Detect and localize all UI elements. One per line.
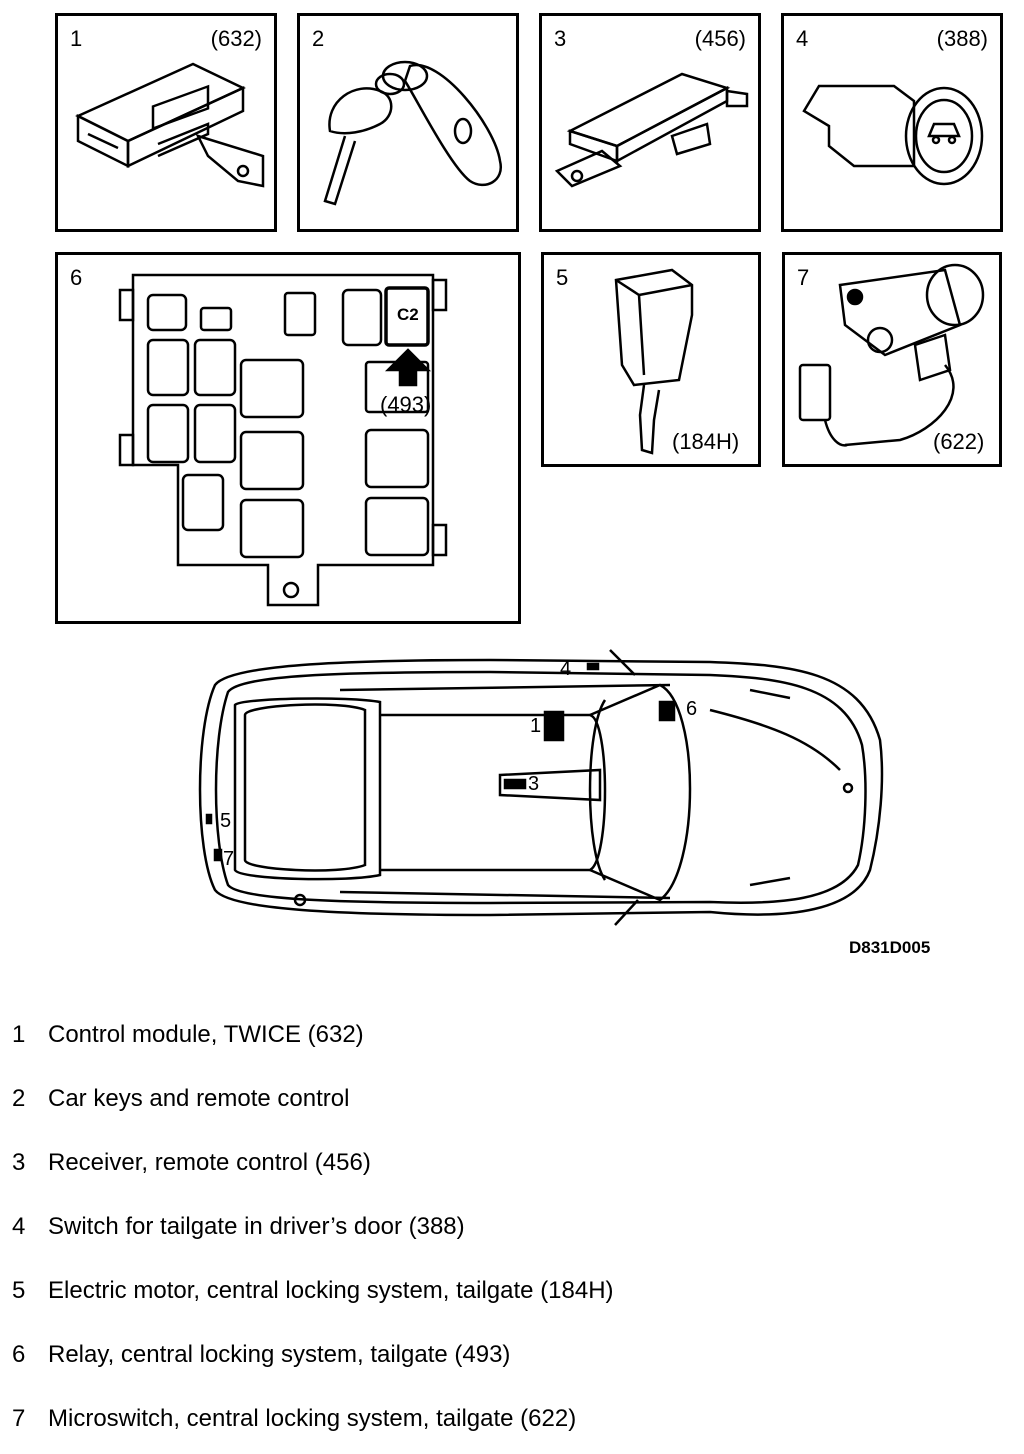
car-label: 4 <box>560 658 571 680</box>
part-code: (456) <box>694 26 746 51</box>
panel-car-keys: 2 <box>297 13 519 232</box>
panel-number: 5 <box>556 265 569 290</box>
legend-number: 1 <box>12 1021 26 1048</box>
legend-text: Relay, central locking system, tailgate … <box>48 1341 511 1368</box>
car-top-view: 1 3 4 5 6 7 <box>198 649 884 926</box>
legend-number: 2 <box>12 1085 26 1112</box>
electric-motor-illustration <box>614 268 694 455</box>
legend-text: Car keys and remote control <box>48 1085 350 1112</box>
receiver-illustration <box>554 72 749 188</box>
car-label: 7 <box>223 848 234 870</box>
legend-number: 6 <box>12 1341 26 1368</box>
legend-text: Control module, TWICE (632) <box>48 1021 364 1048</box>
part-code: (632) <box>210 26 262 51</box>
panel-number: 4 <box>796 26 809 51</box>
part-code: (493) <box>380 392 432 417</box>
microswitch-illustration <box>798 263 985 447</box>
car-label: 6 <box>686 698 697 720</box>
legend-item: 3 Receiver, remote control (456) <box>12 1149 371 1177</box>
legend-number: 7 <box>12 1405 26 1432</box>
car-label: 5 <box>220 810 231 832</box>
panel-microswitch: 7 (622) <box>782 252 1002 467</box>
legend-text: Microswitch, central locking system, tai… <box>48 1405 577 1432</box>
panel-receiver: 3 (456) <box>539 13 761 232</box>
panel-electric-motor: 5 (184H) <box>541 252 761 467</box>
part-code: (184H) <box>672 429 740 454</box>
panel-control-module: 1 (632) <box>55 13 277 232</box>
legend-item: 2 Car keys and remote control <box>12 1085 349 1113</box>
figure-id: D831D005 <box>849 938 931 957</box>
control-module-illustration <box>75 62 265 188</box>
panel-number: 6 <box>70 265 83 290</box>
panel-number: 7 <box>797 265 810 290</box>
car-label: 3 <box>528 773 539 795</box>
part-code: (388) <box>936 26 988 51</box>
panel-number: 3 <box>554 26 567 51</box>
legend-number: 3 <box>12 1149 26 1176</box>
legend-text: Electric motor, central locking system, … <box>48 1277 614 1304</box>
legend-item: 6 Relay, central locking system, tailgate… <box>12 1341 510 1369</box>
car-label: 1 <box>530 715 541 737</box>
panel-tailgate-switch: 4 (388) <box>781 13 1003 232</box>
legend-number: 4 <box>12 1213 26 1240</box>
panel-number: 2 <box>312 26 325 51</box>
legend-text: Switch for tailgate in driver’s door (38… <box>48 1213 465 1240</box>
relay-box-illustration <box>118 273 448 607</box>
connector-label: C2 <box>397 305 419 324</box>
legend-item: 5 Electric motor, central locking system,… <box>12 1277 614 1305</box>
legend-item: 7 Microswitch, central locking system, ta… <box>12 1405 576 1433</box>
part-code: (622) <box>933 429 985 454</box>
tailgate-switch-illustration <box>802 84 984 186</box>
legend-number: 5 <box>12 1277 26 1304</box>
legend-text: Receiver, remote control (456) <box>48 1149 371 1176</box>
legend-item: 1 Control module, TWICE (632) <box>12 1021 364 1049</box>
legend-item: 4 Switch for tailgate in driver’s door (3… <box>12 1213 465 1241</box>
panel-number: 1 <box>70 26 83 51</box>
panel-relay-box: 6 C2 (493) <box>55 252 521 624</box>
car-keys-illustration <box>323 60 503 206</box>
